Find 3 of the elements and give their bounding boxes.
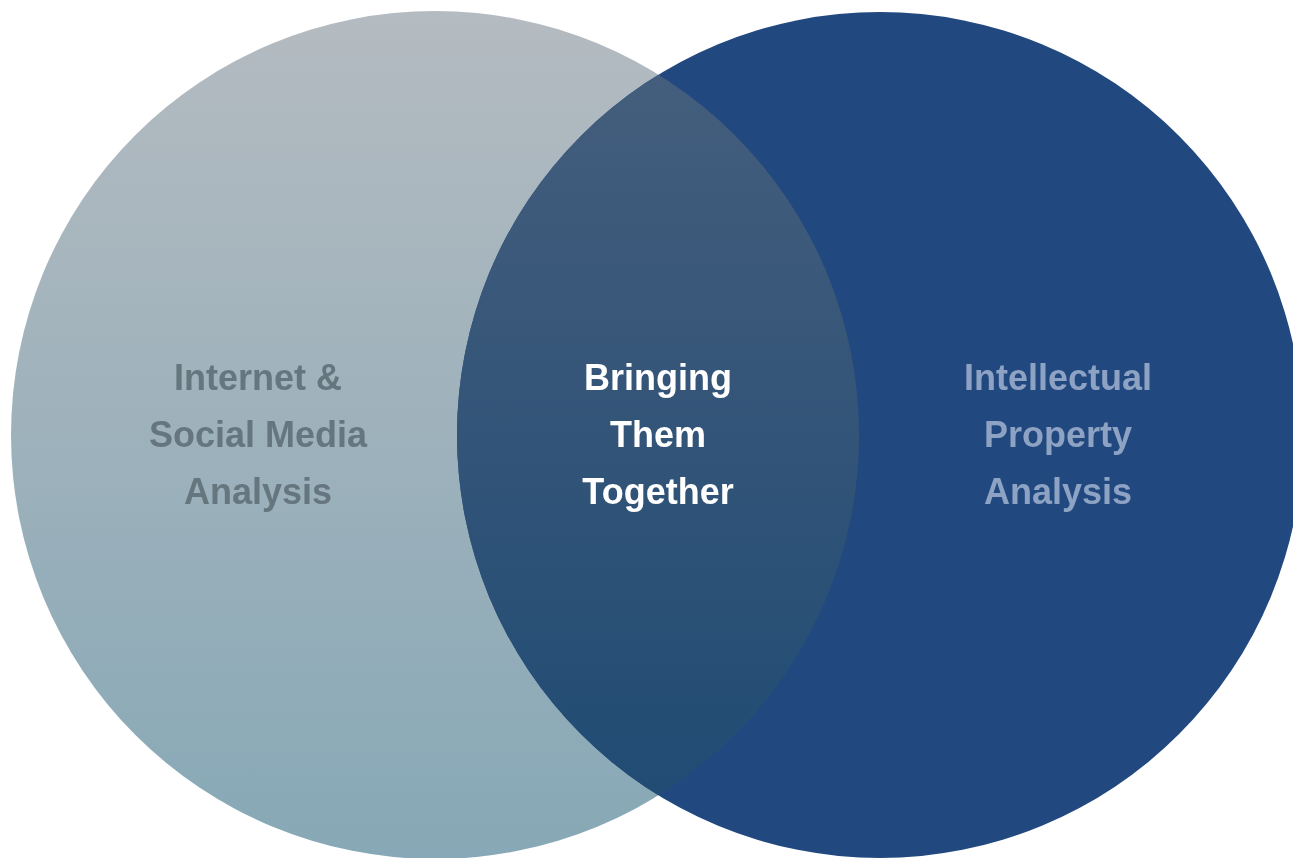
circle-label: Intellectual Property Analysis: [928, 349, 1188, 520]
circle-label: Internet & Social Media Analysis: [128, 349, 388, 520]
overlap-label: Bringing Them Together: [581, 356, 735, 514]
